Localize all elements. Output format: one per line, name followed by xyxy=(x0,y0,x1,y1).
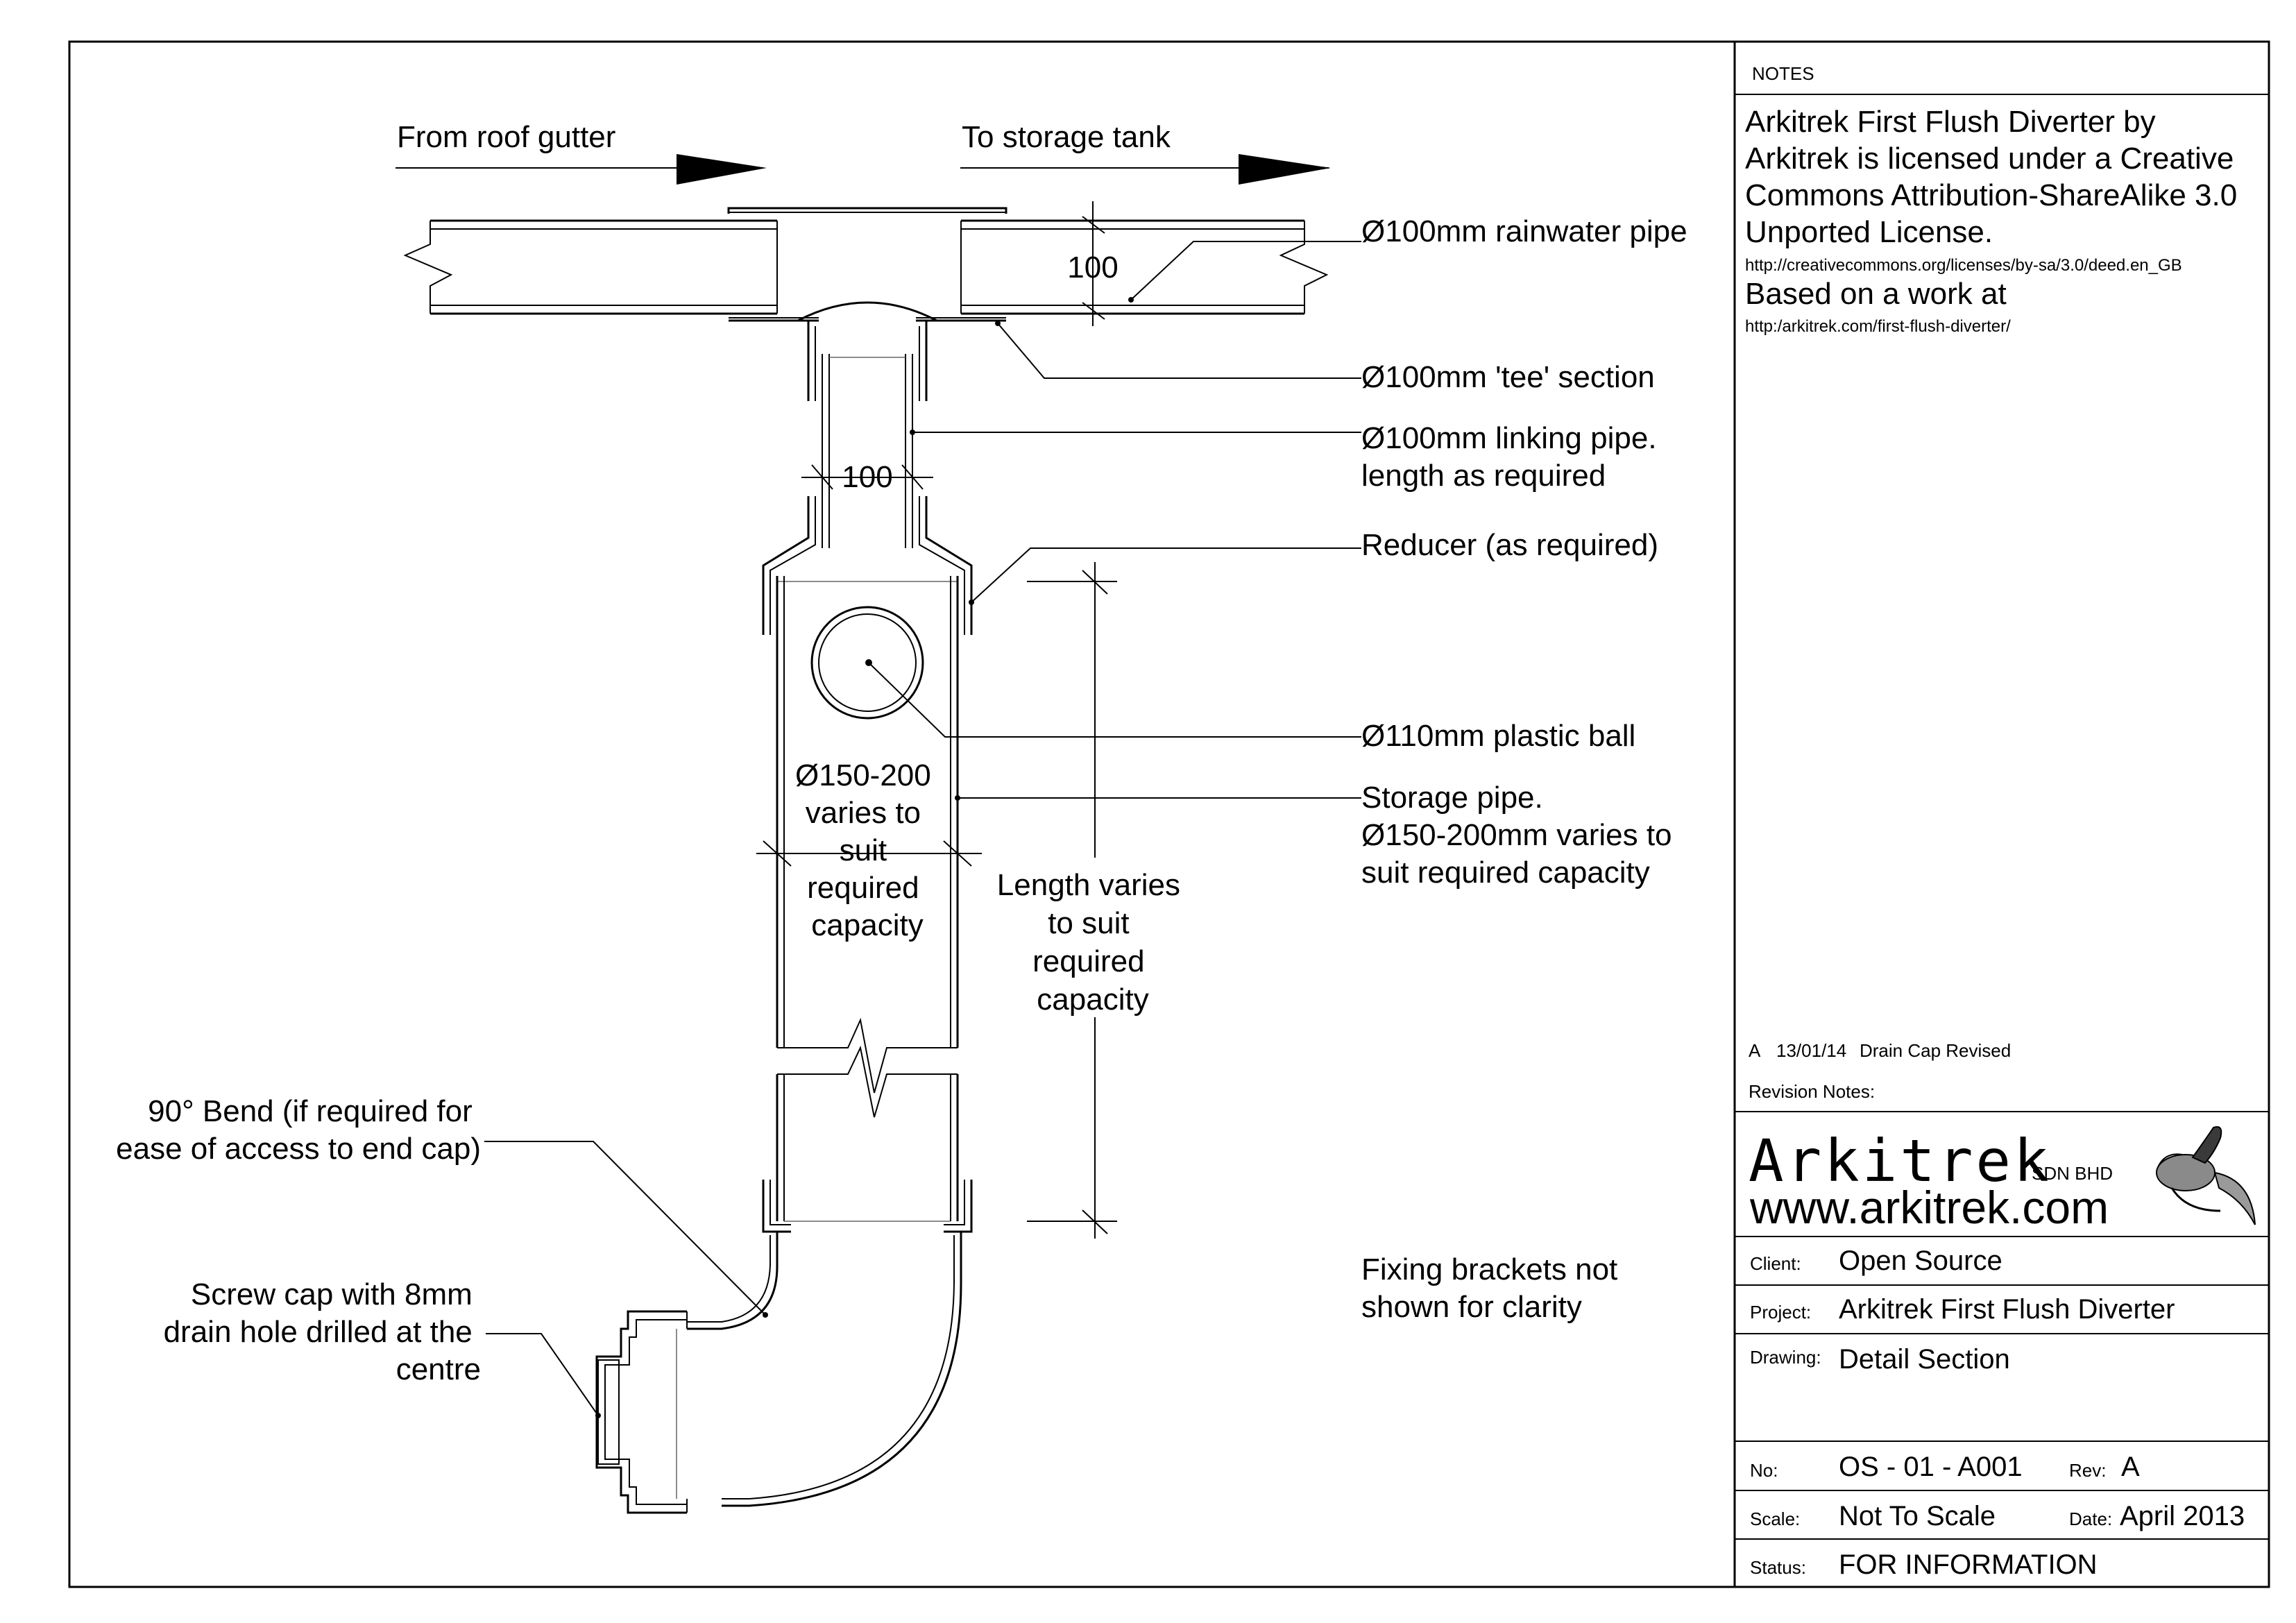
callout-plastic-ball: Ø110mm plastic ball xyxy=(1361,719,1635,753)
date-label: Date: xyxy=(2069,1509,2112,1529)
scale-value: Not To Scale xyxy=(1839,1501,1996,1531)
company-name: Arkitrek xyxy=(1749,1127,2052,1195)
storage-pipe-lower xyxy=(776,1045,959,1221)
svg-text:A: A xyxy=(1749,1040,1761,1061)
tee-section xyxy=(727,207,1007,401)
project-value: Arkitrek First Flush Diverter xyxy=(1839,1294,2175,1325)
company-website: www.arkitrek.com xyxy=(1749,1182,2109,1233)
plastic-ball xyxy=(810,606,924,720)
revision-entry: A 13/01/14 Drain Cap Revised xyxy=(1749,1040,2011,1061)
storage-pipe-upper xyxy=(776,576,959,1094)
dimension-rainwater-pipe: 100 xyxy=(1067,201,1119,326)
to-storage-tank-label: To storage tank xyxy=(962,120,1171,154)
dimension-linking-pipe: 100 xyxy=(801,460,933,494)
client-value: Open Source xyxy=(1839,1246,2002,1276)
dimension-length-text: Length varies to suit required capacity xyxy=(997,868,1189,1017)
number-label: No: xyxy=(1750,1460,1778,1481)
callout-linking-pipe: Ø100mm linking pipe. length as required xyxy=(1361,421,1665,493)
svg-text:13/01/14: 13/01/14 xyxy=(1776,1040,1846,1061)
notes-heading: NOTES xyxy=(1752,63,1814,84)
dimension-linking-pipe-text: 100 xyxy=(842,460,892,494)
drawing-area: From roof gutter To storage tank xyxy=(116,120,1687,1514)
callout-storage-pipe: Storage pipe. Ø150-200mm varies to suit … xyxy=(1361,781,1681,890)
arrow-right-icon xyxy=(960,154,1331,185)
rainwater-pipe-left xyxy=(403,219,778,315)
callout-tee-section: Ø100mm 'tee' section xyxy=(1361,360,1655,394)
company-suffix: SDN BHD xyxy=(2032,1163,2113,1184)
leader-lines xyxy=(484,241,1361,1418)
sheet-border xyxy=(68,40,2270,1588)
rev-value: A xyxy=(2121,1452,2140,1482)
callout-screw-cap: Screw cap with 8mm drain hole drilled at… xyxy=(164,1277,481,1386)
bird-logo-icon xyxy=(2156,1126,2256,1225)
license-text: Arkitrek First Flush Diverter by Arkitre… xyxy=(1745,105,2245,249)
license-url: http://creativecommons.org/licenses/by-s… xyxy=(1745,256,2182,275)
callout-bend: 90° Bend (if required for ease of access… xyxy=(116,1094,481,1166)
project-label: Project: xyxy=(1750,1302,1811,1323)
drawing-label: Drawing: xyxy=(1750,1347,1821,1368)
drawing-value: Detail Section xyxy=(1839,1344,2010,1375)
status-value: FOR INFORMATION xyxy=(1839,1549,2098,1580)
callout-reducer: Reducer (as required) xyxy=(1361,528,1658,562)
revision-notes-label: Revision Notes: xyxy=(1749,1081,1875,1102)
dimension-storage-pipe-text: Ø150-200 varies to suit required capacit… xyxy=(795,758,939,942)
based-on-text: Based on a work at xyxy=(1745,277,2007,311)
bend-90 xyxy=(676,1180,973,1507)
note-fixing-brackets: Fixing brackets not shown for clarity xyxy=(1361,1252,1626,1324)
dimension-storage-pipe: Ø150-200 varies to suit required capacit… xyxy=(756,758,982,942)
from-roof-gutter-label: From roof gutter xyxy=(397,120,615,154)
scale-label: Scale: xyxy=(1750,1509,1800,1529)
based-on-url: http:/arkitrek.com/first-flush-diverter/ xyxy=(1745,317,2011,336)
linking-pipe xyxy=(822,354,913,548)
number-value: OS - 01 - A001 xyxy=(1839,1452,2023,1482)
screw-cap xyxy=(595,1310,688,1514)
title-block: NOTES Arkitrek First Flush Diverter by A… xyxy=(1735,63,2269,1580)
rev-label: Rev: xyxy=(2069,1460,2106,1481)
status-label: Status: xyxy=(1750,1557,1806,1578)
callout-rainwater-pipe: Ø100mm rainwater pipe xyxy=(1361,214,1687,248)
rainwater-pipe-right xyxy=(960,219,1329,315)
date-value: April 2013 xyxy=(2120,1501,2245,1531)
dimension-rainwater-pipe-text: 100 xyxy=(1067,250,1118,284)
dimension-length: Length varies to suit required capacity xyxy=(978,562,1207,1239)
svg-text:Drain Cap Revised: Drain Cap Revised xyxy=(1860,1040,2011,1061)
client-label: Client: xyxy=(1750,1253,1801,1274)
arrow-right-icon xyxy=(396,154,767,185)
